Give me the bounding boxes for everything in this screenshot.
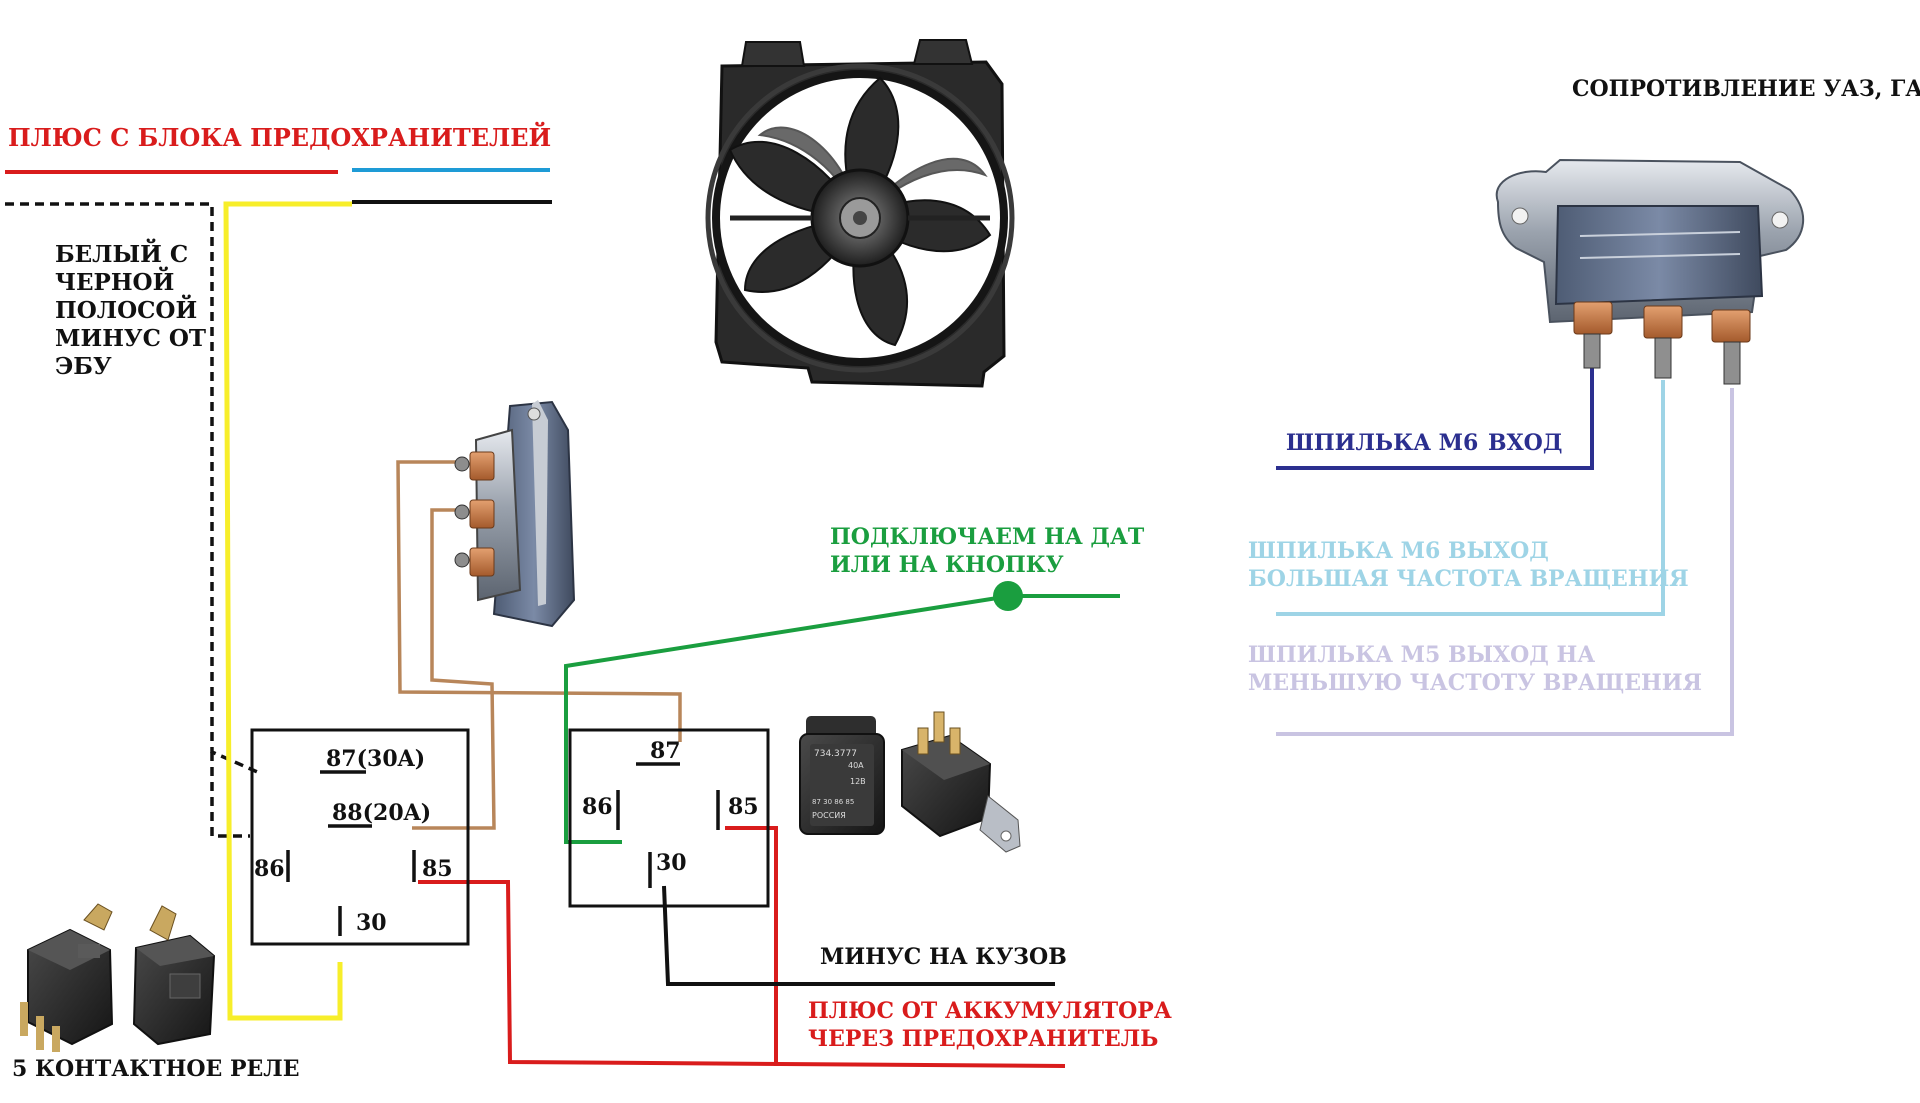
yellow-wire [223, 201, 352, 1021]
battery-plus-line-2: ЧЕРЕЗ ПРЕДОХРАНИТЕЛЬ [808, 1026, 1158, 1052]
relay-photo-rating: 40А [848, 761, 864, 770]
ecu-dashed-wire [5, 202, 263, 776]
stud-m5-out-label: ШПИЛЬКА М5 ВЫХОД НА МЕНЬШУЮ ЧАСТОТУ ВРАЩ… [1248, 642, 1702, 696]
five-pin-relay-label: 5 КОНТАКТНОЕ РЕЛЕ [12, 1056, 300, 1082]
ecu-minus-label: БЕЛЫЙ С ЧЕРНОЙ ПОЛОСОЙ МИНУС ОТ ЭБУ [55, 239, 214, 380]
relay-photo-pins: 87 30 86 85 [812, 798, 854, 806]
input-label: ВХОД [1488, 430, 1562, 456]
wires [5, 168, 1734, 1068]
relay-photo-front-icon: 734.3777 40А 12В 87 30 86 85 РОССИЯ [799, 716, 885, 835]
red-wire-relay1 [418, 880, 1066, 1068]
relay-photo-side-icon [901, 711, 1021, 853]
connection-point [993, 581, 1023, 611]
relay-2-diagram: 87 86 85 30 [568, 728, 770, 908]
relay-1-pin-85: 85 [422, 856, 453, 882]
lavender-wire-low [1276, 388, 1734, 736]
green-wire [564, 594, 1120, 844]
ground-label: МИНУС НА КУЗОВ [820, 944, 1067, 970]
ecu-minus-line-1: БЕЛЫЙ С [55, 239, 188, 268]
stud-m5-out-line-1: ШПИЛЬКА М5 ВЫХОД НА [1248, 642, 1595, 668]
relay-photo-country: РОССИЯ [812, 811, 846, 820]
ecu-minus-line-3: ПОЛОСОЙ [55, 295, 197, 324]
resistor-small-icon [454, 400, 576, 628]
resistor-large-icon [1495, 158, 1805, 385]
red-wire-relay2 [725, 826, 778, 1066]
resistor-title: СОПРОТИВЛЕНИЕ УАЗ, ГАЗ [1572, 76, 1920, 102]
relay-photo-voltage: 12В [850, 777, 866, 786]
connect-sensor-line-2: ИЛИ НА КНОПКУ [830, 552, 1064, 578]
relay-2-pin-87: 87 [650, 738, 681, 764]
relay-1-diagram: 87(30A) 88(20A) 86 85 30 [250, 728, 470, 946]
stud-m6-label: ШПИЛЬКА М6 [1286, 430, 1478, 456]
relay-2-pin-86: 86 [582, 794, 613, 820]
stud-m6-out-label: ШПИЛЬКА М6 ВЫХОД БОЛЬШАЯ ЧАСТОТА ВРАЩЕНИ… [1248, 538, 1689, 592]
connect-sensor-label: ПОДКЛЮЧАЕМ НА ДАТ ИЛИ НА КНОПКУ [830, 524, 1152, 578]
navy-wire-input [1276, 368, 1594, 470]
relay-1-pin-86: 86 [254, 856, 285, 882]
brown-wire-2 [412, 508, 496, 830]
relay-2-pin-85: 85 [728, 794, 759, 820]
ecu-minus-line-4: МИНУС ОТ [55, 325, 206, 352]
ecu-dashed-branch [210, 752, 250, 838]
relay-1-pin-30: 30 [356, 910, 387, 936]
ecu-minus-line-2: ЧЕРНОЙ [55, 267, 174, 296]
stud-m6-out-line-1: ШПИЛЬКА М6 ВЫХОД [1248, 538, 1549, 564]
cooling-fan-icon [705, 39, 1015, 388]
relay-1-box [250, 728, 470, 946]
cyan-wire-high [1276, 380, 1665, 616]
connect-sensor-line-1: ПОДКЛЮЧАЕМ НА ДАТ [830, 524, 1145, 550]
stud-m5-out-line-2: МЕНЬШУЮ ЧАСТОТУ ВРАЩЕНИЯ [1248, 670, 1702, 696]
relay-photo-four-pin-icon [132, 905, 216, 1046]
battery-plus-line-1: ПЛЮС ОТ АККУМУЛЯТОРА [808, 998, 1172, 1024]
battery-plus-label: ПЛЮС ОТ АККУМУЛЯТОРА ЧЕРЕЗ ПРЕДОХРАНИТЕЛ… [808, 998, 1179, 1052]
relay-2-box [568, 728, 770, 908]
labels: ПЛЮС С БЛОКА ПРЕДОХРАНИТЕЛЕЙ БЕЛЫЙ С ЧЕР… [8, 76, 1920, 1082]
ecu-minus-line-5: ЭБУ [55, 353, 112, 380]
stud-m6-out-line-2: БОЛЬШАЯ ЧАСТОТА ВРАЩЕНИЯ [1248, 566, 1689, 592]
relay-2-pin-30: 30 [656, 850, 687, 876]
relay-1-pin-88: 88(20A) [332, 800, 431, 826]
ground-wire [662, 885, 1055, 986]
relay-photo-five-pin-icon [20, 903, 114, 1052]
relay-1-pin-87: 87(30A) [326, 746, 425, 772]
relay-photo-model: 734.3777 [814, 749, 857, 759]
fuse-block-plus-label: ПЛЮС С БЛОКА ПРЕДОХРАНИТЕЛЕЙ [8, 121, 551, 152]
brown-wire-1 [396, 460, 682, 742]
